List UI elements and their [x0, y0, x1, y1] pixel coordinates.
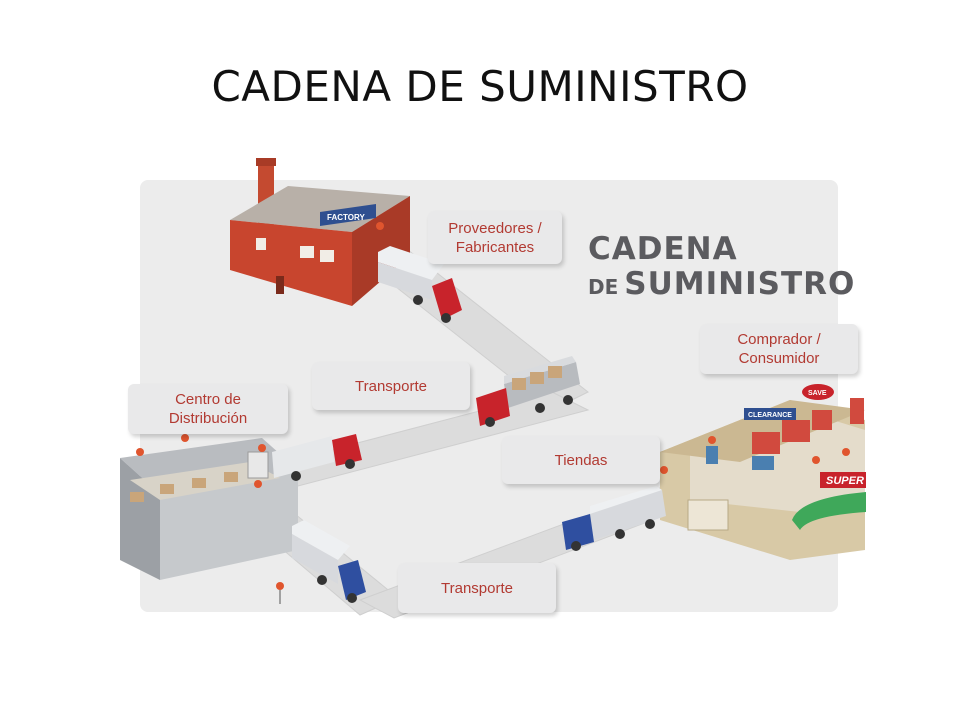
super-sign: SUPER: [826, 475, 864, 487]
label-tiendas: Tiendas: [502, 436, 660, 484]
pin-marker: [181, 434, 189, 442]
label-centro-distribucion: Centro de Distribución: [128, 384, 288, 434]
pin-marker: [708, 436, 716, 444]
label-proveedores: Proveedores / Fabricantes: [428, 211, 562, 264]
pin-marker: [660, 466, 668, 474]
truck-store: [562, 486, 666, 551]
pin-marker: [376, 222, 384, 230]
brand-line-2-prefix: DE: [588, 275, 619, 299]
slide-title: CADENA DE SUMINISTRO: [211, 62, 749, 111]
pin-marker: [254, 480, 262, 488]
save-sign: SAVE: [808, 390, 827, 397]
brand-line-2-main: SUMINISTRO: [624, 266, 856, 302]
truck-transport-2: [292, 520, 366, 603]
label-comprador-consumidor: Comprador / Consumidor: [700, 324, 858, 374]
clearance-sign: CLEARANCE: [748, 412, 792, 419]
label-transporte-2: Transporte: [398, 563, 556, 613]
factory-building: FACTORY: [230, 158, 410, 306]
pin-marker: [136, 448, 144, 456]
label-transporte-1: Transporte: [312, 362, 470, 410]
pin-marker: [842, 448, 850, 456]
truck-transport-1: [476, 356, 580, 427]
factory-sign: FACTORY: [327, 213, 365, 222]
distribution-center: [120, 438, 298, 580]
truck-distribution: [272, 434, 362, 481]
brand-line-1: CADENA: [588, 231, 738, 267]
pin-marker: [258, 444, 266, 452]
location-pins: [136, 222, 850, 590]
truck-factory: [378, 246, 462, 323]
pin-marker: [812, 456, 820, 464]
pin-marker: [276, 582, 284, 590]
